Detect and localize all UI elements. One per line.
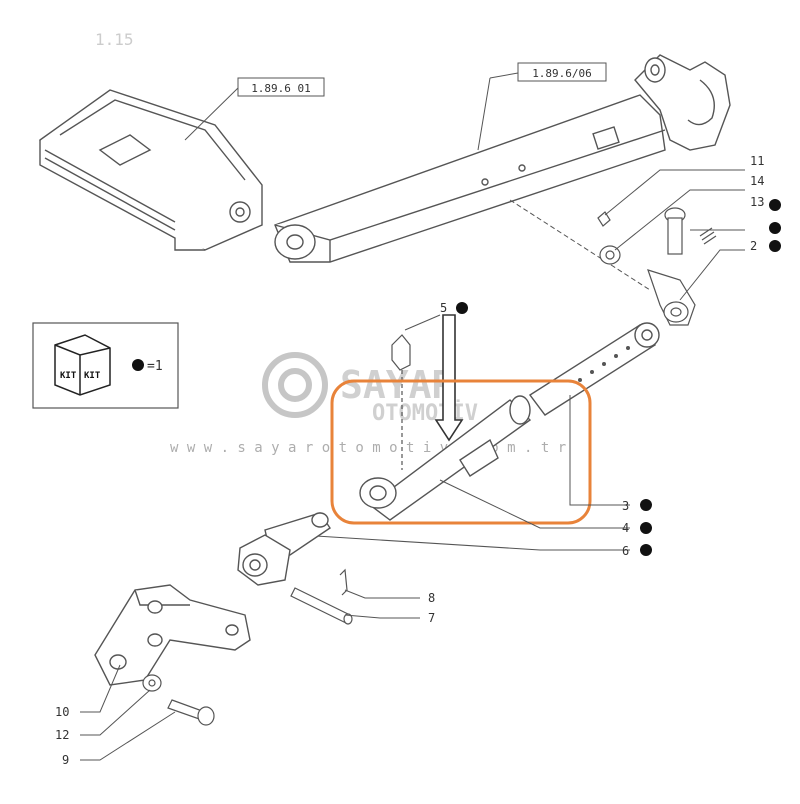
pin-part-5 [391,334,411,470]
lower-link-arm [274,94,666,263]
corner-code: 1.15 [95,30,134,49]
kit-label-left: KIT [60,371,77,381]
bullet-13b [769,222,781,234]
kit-equals-one: =1 [147,359,163,374]
leaders-bottom [80,664,176,761]
label-part-6: 6 [622,544,629,558]
label-part-11: 11 [750,154,764,168]
watermark-brand-bottom: OTOMOTİV [372,400,478,426]
bullet-6 [640,544,652,556]
bullet-2 [769,240,781,252]
kit-label-right: KIT [84,371,101,381]
washer-part-14 [599,245,621,265]
kit-legend: KIT KIT =1 [32,322,179,409]
ref-box-b: 1.89.6/06 [517,62,607,82]
clip-part-11 [597,211,611,227]
turnbuckle-assembly [359,322,660,521]
label-part-7: 7 [428,611,435,625]
label-part-12: 12 [55,728,69,742]
label-part-5: 5 [440,301,447,315]
pin-part-7 [290,587,353,625]
ref-box-b-label: 1.89.6/06 [532,67,592,80]
label-part-10: 10 [55,705,69,719]
gear-logo-icon [262,352,328,418]
bullet-3 [640,499,652,511]
label-part-2: 2 [750,239,757,253]
bullet-4 [640,522,652,534]
watermark-url: w w w . s a y a r o t o m o t i v . c o … [170,440,566,456]
watermark-brand-top: SAYAR [340,363,455,407]
label-part-4: 4 [622,521,629,535]
hook-end [634,54,731,151]
label-part-8: 8 [428,591,435,605]
bullet-5 [456,302,468,314]
clip-part-8 [339,568,348,596]
ref-box-a-label: 1.89.6 01 [251,82,311,95]
eye-bolt-part-2 [647,269,696,326]
washer-part-12 [142,674,162,692]
highlight-frame [330,379,592,525]
ref-box-a: 1.89.6 01 [237,77,325,97]
label-part-13: 13 [750,195,764,209]
bracket-part-10 [94,584,251,686]
kit-bullet [132,359,144,371]
end-fitting [237,512,331,586]
bolt-part-9 [167,699,215,726]
label-part-14: 14 [750,174,764,188]
down-arrow-icon [434,314,464,442]
leaders-mid [299,395,630,551]
label-part-9: 9 [62,753,69,767]
bullet-13 [769,199,781,211]
housing-part [39,89,263,251]
pin-part-13 [664,207,717,255]
leaders-right [604,169,745,301]
label-part-3: 3 [622,499,629,513]
